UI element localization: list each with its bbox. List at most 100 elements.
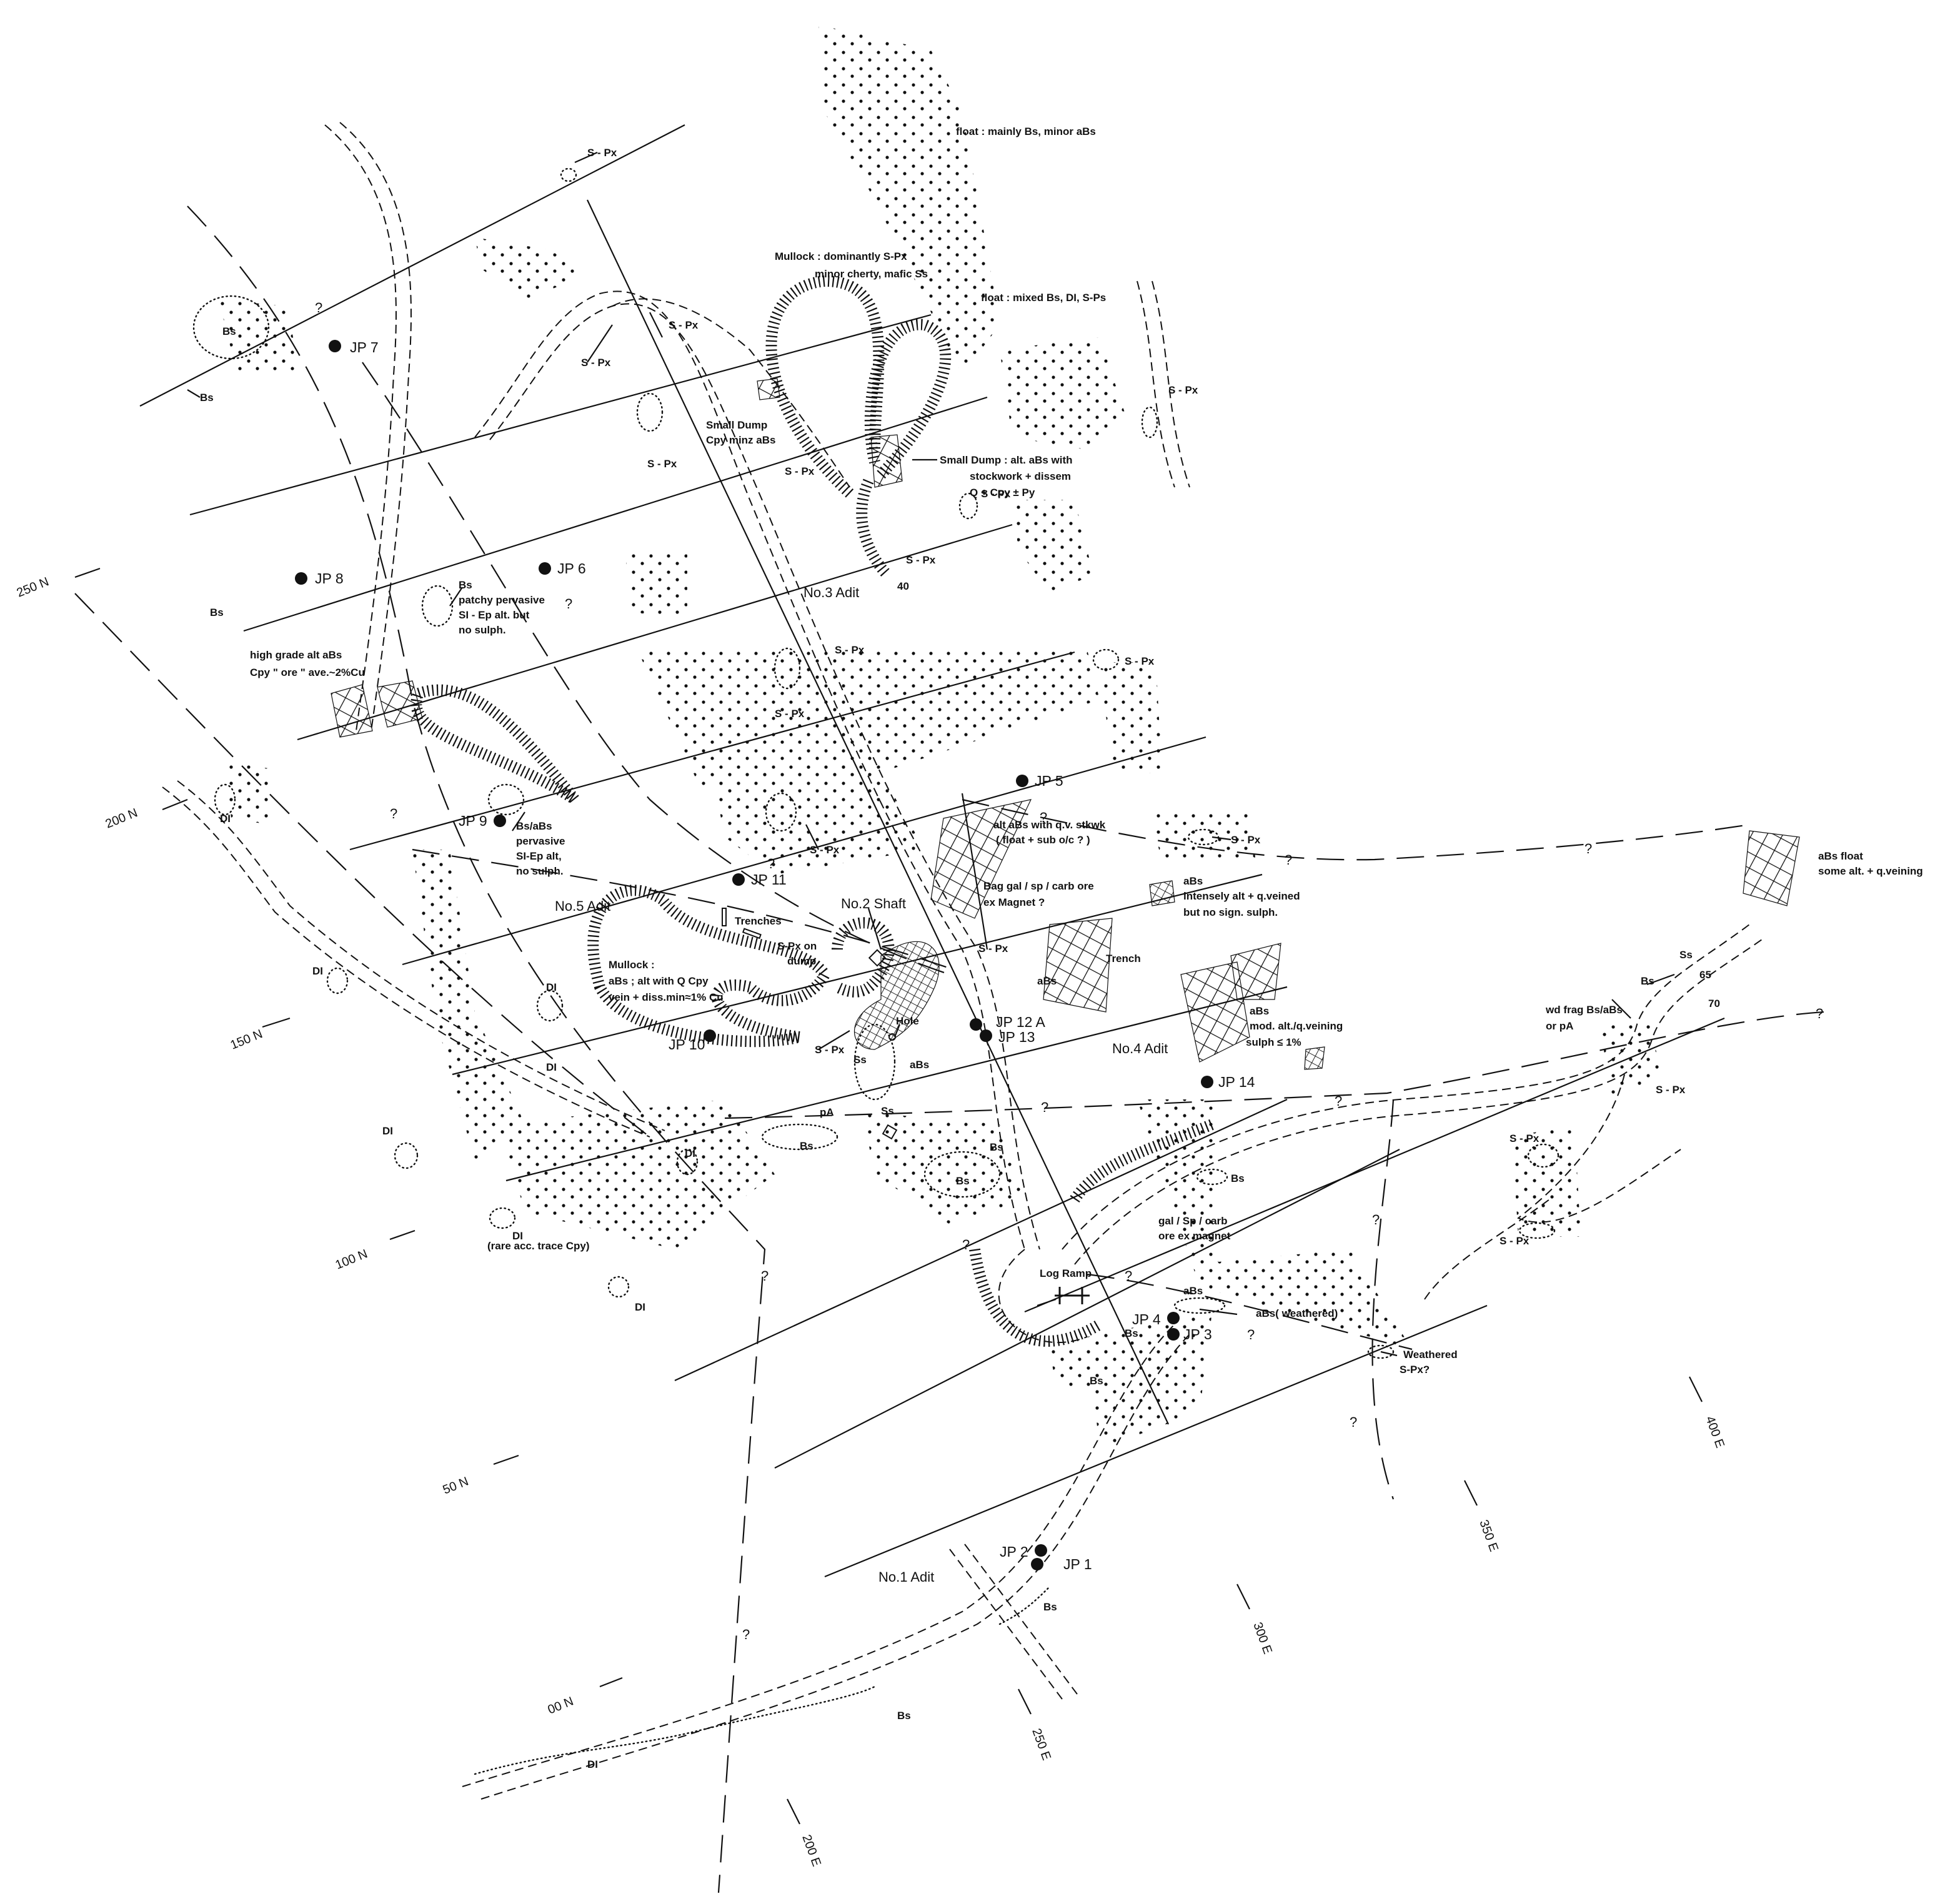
jp9-marker[interactable]: [494, 815, 506, 827]
jp1-marker[interactable]: [1031, 1558, 1043, 1570]
rock-label: S - Px: [1231, 834, 1261, 846]
rock-label: S - Px: [785, 465, 815, 477]
query-mark: ?: [315, 300, 322, 315]
workings-labels: No.3 Adit No.5 Adit No.2 Shaft Trenches …: [555, 585, 1168, 1585]
grid-label-300e: 300 E: [1250, 1620, 1275, 1656]
query-mark: ?: [962, 1237, 970, 1252]
rock-label: Ss: [853, 1054, 867, 1066]
note: minor cherty, mafic Ss: [815, 268, 928, 280]
jp9-label: JP 9: [459, 813, 487, 829]
note: aBs: [1250, 1005, 1269, 1017]
query-mark: ?: [1040, 810, 1047, 825]
jp11-marker[interactable]: [732, 873, 745, 886]
jp4-marker[interactable]: [1167, 1312, 1180, 1324]
rock-label: DI: [312, 965, 323, 977]
note: or pA: [1546, 1020, 1573, 1032]
rock-label: S - Px: [647, 458, 677, 470]
query-mark: ?: [1372, 1212, 1380, 1227]
trench-label: Trench: [1106, 953, 1141, 964]
jp5-marker[interactable]: [1016, 775, 1028, 787]
adit5-label: No.5 Adit: [555, 898, 610, 914]
workings-symbols: [187, 151, 1675, 1357]
rock-label: Bs: [1641, 975, 1654, 987]
note: ex Magnet ?: [983, 896, 1045, 908]
query-mark: ?: [1335, 1093, 1342, 1109]
note: aBs ; alt with Q Cpy: [609, 975, 709, 987]
note: Cpy " ore " ave.~2%Cu: [250, 667, 365, 678]
grid-label-100n: 100 N: [334, 1247, 370, 1272]
note: ore ex magnet: [1158, 1230, 1231, 1242]
log-ramp-label: Log Ramp: [1040, 1267, 1092, 1279]
rock-label: S - Px: [978, 943, 1008, 954]
tracks: [162, 122, 1763, 1800]
note: wd frag Bs/aBs: [1545, 1004, 1623, 1016]
rock-label: Ss: [881, 1105, 894, 1117]
leader-lines: [187, 151, 1675, 1357]
rock-label: Bs: [1043, 1601, 1057, 1613]
note: no sulph.: [459, 624, 506, 636]
query-mark: ?: [565, 596, 572, 612]
note: SI-Ep alt,: [516, 850, 562, 862]
rock-label: S - Px: [981, 488, 1011, 500]
grid-label-00n: 00 N: [546, 1694, 575, 1717]
note: dump: [787, 955, 816, 967]
query-mark: ?: [390, 806, 397, 821]
jp5-label: JP 5: [1035, 773, 1063, 789]
note: S-Px?: [1400, 1364, 1430, 1376]
jp11-label: JP 11: [751, 871, 787, 888]
jp12a-marker[interactable]: [970, 1018, 982, 1031]
query-mark: ?: [1584, 841, 1592, 856]
rock-label: S - Px: [1168, 384, 1198, 396]
jp3-marker[interactable]: [1167, 1328, 1180, 1341]
jp6-marker[interactable]: [539, 562, 551, 575]
rock-label: DI: [587, 1758, 598, 1770]
rock-label: DI: [512, 1230, 523, 1242]
jp4-label: JP 4: [1132, 1311, 1161, 1327]
grid-label-250n: 250 N: [15, 575, 51, 600]
jp10-marker[interactable]: [704, 1029, 716, 1042]
note: Mullock : dominantly S-Px: [775, 250, 907, 262]
rock-label: S - Px: [835, 644, 865, 656]
note: Weathered: [1403, 1349, 1458, 1361]
query-mark: ?: [742, 1627, 750, 1642]
rock-label: DI: [546, 981, 557, 993]
note: S-Px on: [777, 940, 817, 952]
query-mark: ?: [1285, 852, 1292, 868]
rock-label: S - Px: [810, 844, 840, 856]
note: patchy pervasive: [459, 594, 545, 606]
rock-label: DI: [685, 1148, 695, 1159]
note: some alt. + q.veining: [1818, 865, 1923, 877]
jp2-marker[interactable]: [1035, 1544, 1047, 1557]
grid-label-250e: 250 E: [1029, 1727, 1053, 1762]
note: float : mixed Bs, DI, S-Ps: [981, 292, 1106, 304]
easting-lines: [74, 199, 1825, 1893]
jp13-marker[interactable]: [980, 1029, 992, 1042]
grid-label-200e: 200 E: [799, 1833, 823, 1868]
note: Bs/aBs: [516, 820, 552, 832]
query-mark: ?: [1350, 1414, 1357, 1430]
jp7-label: JP 7: [350, 339, 379, 355]
rock-label: DI: [382, 1125, 393, 1137]
jp7-marker[interactable]: [329, 340, 341, 352]
jp14-label: JP 14: [1218, 1074, 1255, 1090]
note: alt aBs with q.v. stkwk: [993, 819, 1106, 831]
note: aBs float: [1818, 850, 1863, 862]
jp6-label: JP 6: [557, 560, 586, 577]
note: Bs: [459, 579, 472, 591]
jp8-marker[interactable]: [295, 572, 307, 585]
rock-label: S - Px: [1125, 655, 1155, 667]
grid-label-200n: 200 N: [104, 806, 140, 831]
trench-symbol: [882, 1124, 898, 1140]
grid-label-50n: 50 N: [441, 1474, 470, 1497]
rock-label: aBs: [1183, 1285, 1203, 1297]
rock-label: Bs: [222, 325, 236, 337]
rock-label: S - Px: [1510, 1133, 1540, 1144]
adit1-label: No.1 Adit: [878, 1569, 934, 1585]
jp1-label: JP 1: [1063, 1556, 1092, 1572]
rock-label: S - Px: [775, 708, 805, 720]
query-mark: ?: [1247, 1327, 1255, 1342]
rock-label: S - Px: [669, 319, 699, 331]
jp14-marker[interactable]: [1201, 1076, 1213, 1088]
note: SI - Ep alt. but: [459, 609, 530, 621]
